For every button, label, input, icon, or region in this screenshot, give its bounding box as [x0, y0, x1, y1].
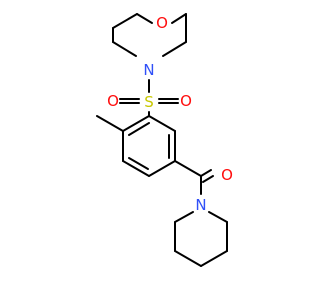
- bond: [174, 250, 202, 267]
- bond: [128, 122, 150, 136]
- bond: [171, 13, 187, 24]
- oxygen-atom-label: O: [221, 166, 233, 184]
- bond: [200, 169, 212, 177]
- bond: [162, 41, 187, 57]
- molecule-structure: O N S O O O N: [96, 13, 233, 267]
- oxygen-atom-label: O: [156, 14, 168, 32]
- bond: [174, 211, 194, 223]
- sulfur-atom-label: S: [144, 93, 154, 111]
- nitrogen-atom-label: N: [195, 196, 206, 214]
- bond: [112, 13, 138, 29]
- nitrogen-atom-label: N: [143, 61, 154, 79]
- bond: [174, 160, 202, 177]
- oxygen-atom-label: O: [180, 92, 192, 110]
- bond: [148, 115, 176, 132]
- bonds: [96, 13, 228, 267]
- bond: [148, 160, 176, 177]
- bond: [202, 175, 214, 183]
- oxygen-atom-label: O: [107, 92, 119, 110]
- bond: [96, 115, 124, 132]
- bond: [128, 157, 149, 170]
- bond: [112, 41, 137, 57]
- atom-labels: O N S O O O N: [107, 14, 233, 214]
- bond: [122, 160, 150, 177]
- bond: [136, 13, 153, 24]
- bond: [122, 115, 150, 132]
- bond: [200, 250, 228, 267]
- bond: [208, 211, 228, 223]
